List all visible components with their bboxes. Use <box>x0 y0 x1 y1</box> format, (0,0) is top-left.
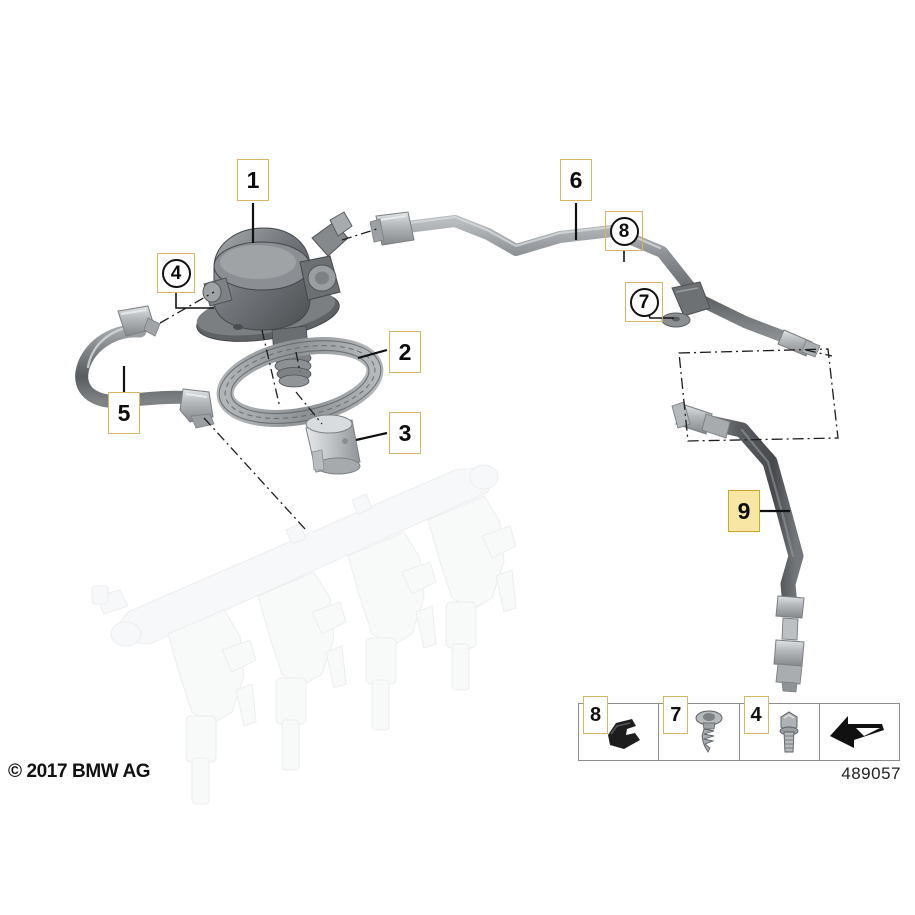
legend-cell-arrow[interactable] <box>820 704 899 760</box>
legend-tag-7: 7 <box>663 696 689 734</box>
part-high-pressure-fuel-pump <box>196 211 353 388</box>
callout-6[interactable]: 6 <box>560 159 592 201</box>
copyright-notice: © 2017 BMW AG <box>8 761 151 782</box>
callout-4-label: 4 <box>161 258 191 288</box>
legend-cell-bolt[interactable]: 4 <box>740 696 820 760</box>
legend-tag-4: 4 <box>743 696 769 734</box>
assembly-lines <box>159 227 833 531</box>
part-fuel-feed-line <box>75 305 215 429</box>
legend-cell-clip[interactable]: 8 <box>579 696 660 760</box>
part-heat-shield-ring <box>216 337 384 427</box>
figure-number: 489057 <box>841 764 901 783</box>
callout-2[interactable]: 2 <box>389 331 421 373</box>
bolt-icon <box>763 707 815 757</box>
reference-outline <box>678 348 839 442</box>
callout-3-label: 3 <box>398 419 412 446</box>
callout-5-label: 5 <box>117 399 131 426</box>
callout-4[interactable]: 4 <box>157 253 195 293</box>
callout-1-label: 1 <box>246 166 260 193</box>
callout-2-label: 2 <box>398 338 412 365</box>
part-return-fuel-hose <box>671 401 805 693</box>
callout-6-label: 6 <box>569 166 583 193</box>
legend-tag-8: 8 <box>583 696 608 734</box>
callout-9-label: 9 <box>737 497 751 524</box>
clip-icon <box>602 707 654 757</box>
callout-9[interactable]: 9 <box>728 490 760 532</box>
pipe-bracket <box>661 281 711 328</box>
callout-5[interactable]: 5 <box>108 392 140 434</box>
part-high-pressure-pipe <box>369 211 821 358</box>
screw-icon <box>683 707 735 757</box>
callout-7-label: 7 <box>629 287 659 317</box>
part-sleeve-cup <box>305 414 361 475</box>
ghost-fuel-rail <box>91 464 517 805</box>
legend-cell-screw[interactable]: 7 <box>659 696 740 760</box>
callout-8[interactable]: 8 <box>605 211 643 251</box>
arrow-icon <box>826 710 888 754</box>
callout-7[interactable]: 7 <box>625 282 663 322</box>
callout-3[interactable]: 3 <box>389 412 421 454</box>
callout-8-label: 8 <box>609 216 639 246</box>
hardware-legend: 8 7 4 <box>578 696 900 761</box>
callout-1[interactable]: 1 <box>237 159 269 201</box>
